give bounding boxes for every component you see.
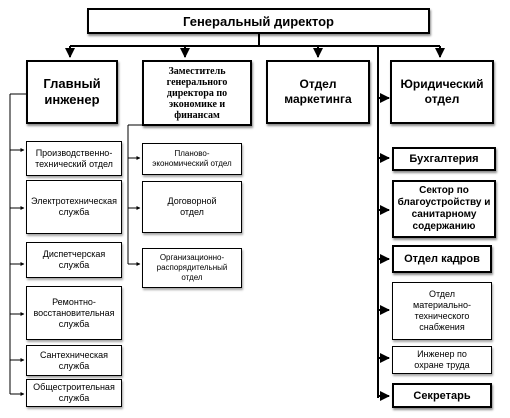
unit-accounting: Бухгалтерия bbox=[392, 147, 496, 171]
unit-repair-restoration: Ремонтно-восстановительная служба bbox=[26, 286, 122, 340]
legal-box: Юридический отдел bbox=[390, 60, 494, 124]
unit-label: Сантехническая служба bbox=[39, 349, 109, 371]
unit-label: Инженер по охране труда bbox=[414, 349, 470, 370]
deputy-director-label: Заместитель генерального директора по эк… bbox=[166, 65, 228, 121]
unit-label: Секретарь bbox=[413, 389, 471, 402]
unit-organizational: Организационно-распорядительный отдел bbox=[142, 248, 242, 288]
unit-label: Планово-экономический отдел bbox=[152, 149, 232, 168]
unit-label: Электротехническая служба bbox=[31, 196, 117, 217]
legal-label: Юридический отдел bbox=[400, 77, 484, 106]
unit-label: Диспетчерская служба bbox=[42, 249, 106, 270]
unit-label: Отдел кадров bbox=[404, 253, 480, 265]
director-label: Генеральный директор bbox=[183, 13, 334, 29]
unit-label: Отдел материально-технического снабжения bbox=[413, 289, 471, 332]
unit-production-technical: Производственно-технический отдел bbox=[26, 141, 122, 176]
unit-landscaping-sanitation: Сектор по благоустройству и санитарному … bbox=[392, 180, 496, 238]
unit-label: Ремонтно-восстановительная служба bbox=[33, 296, 115, 329]
unit-label: Бухгалтерия bbox=[409, 153, 479, 165]
deputy-director-box: Заместитель генерального директора по эк… bbox=[142, 60, 252, 126]
unit-label: Производственно-технический отдел bbox=[35, 147, 113, 169]
unit-dispatch: Диспетчерская служба bbox=[26, 242, 122, 278]
director-box: Генеральный директор bbox=[87, 8, 430, 34]
chief-engineer-label: Главный инженер bbox=[43, 76, 101, 107]
chief-engineer-box: Главный инженер bbox=[26, 60, 118, 124]
unit-label: Сектор по благоустройству и санитарному … bbox=[397, 185, 491, 232]
marketing-box: Отдел маркетинга bbox=[266, 60, 370, 124]
unit-plumbing: Сантехническая служба bbox=[26, 345, 122, 376]
unit-label: Организационно-распорядительный отдел bbox=[156, 253, 228, 282]
unit-general-construction: Общестроительная служба bbox=[26, 379, 122, 407]
unit-supply: Отдел материально-технического снабжения bbox=[392, 282, 492, 340]
unit-secretary: Секретарь bbox=[392, 383, 492, 408]
unit-hr: Отдел кадров bbox=[392, 245, 492, 273]
marketing-label: Отдел маркетинга bbox=[284, 77, 352, 106]
unit-electrotechnical: Электротехническая служба bbox=[26, 180, 122, 234]
unit-safety-engineer: Инженер по охране труда bbox=[392, 346, 492, 374]
unit-planning-economic: Планово-экономический отдел bbox=[142, 143, 242, 175]
unit-label: Договорной отдел bbox=[167, 196, 217, 217]
unit-contracts: Договорной отдел bbox=[142, 181, 242, 233]
unit-label: Общестроительная служба bbox=[33, 382, 115, 403]
